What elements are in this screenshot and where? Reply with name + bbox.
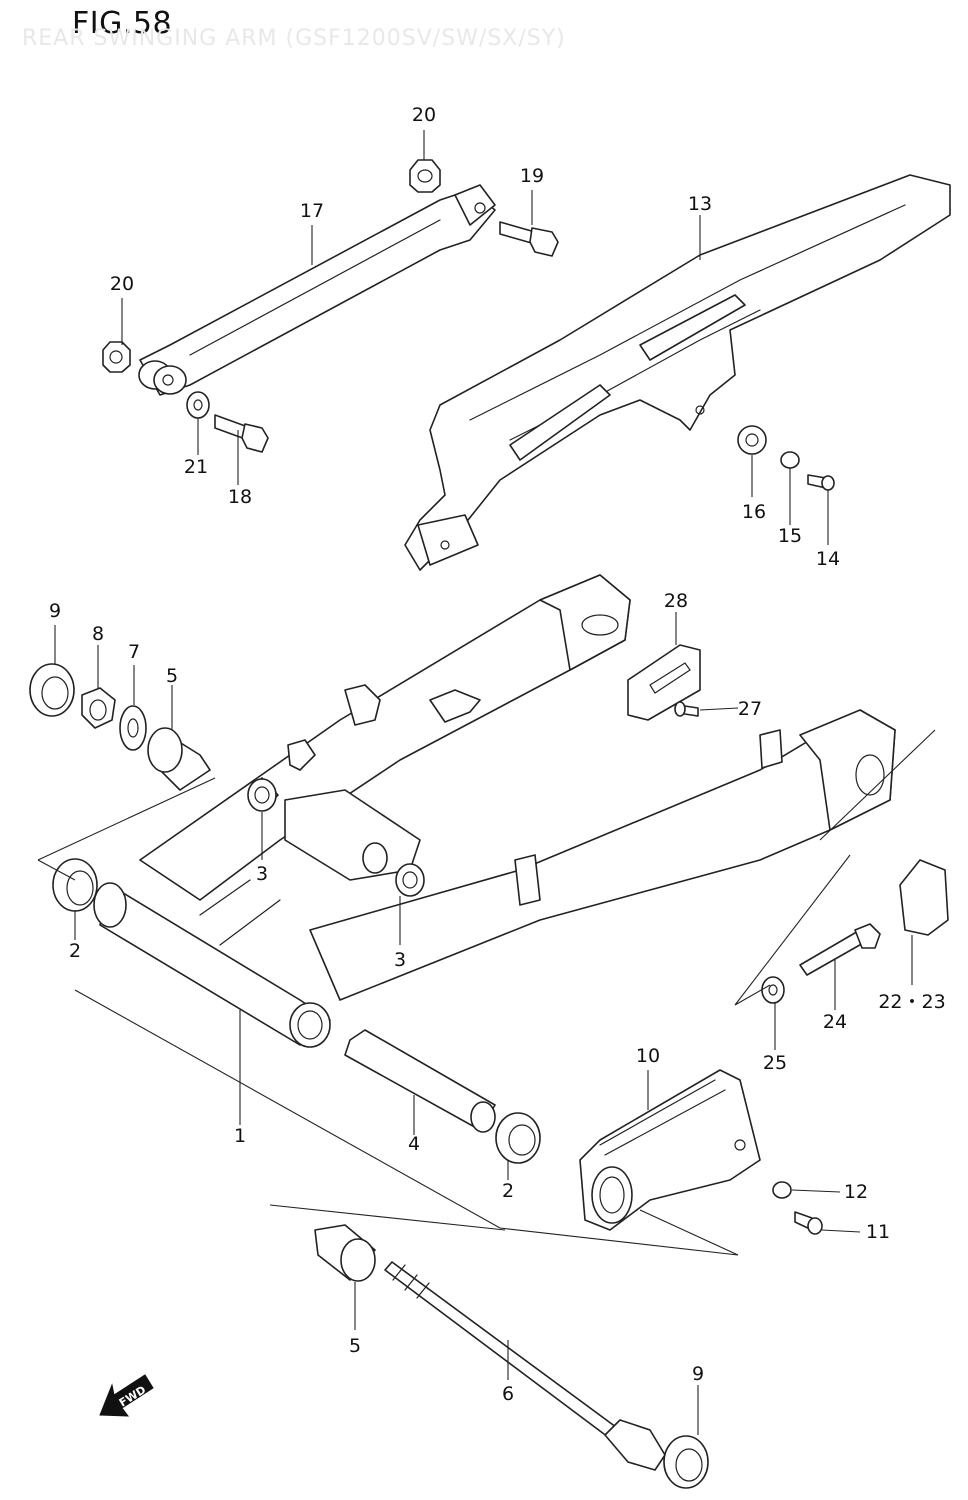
callout-27: 27 [738, 698, 762, 720]
part-21-washer [186, 391, 210, 419]
part-5-collar-left [147, 727, 211, 791]
part-6-pivot-shaft [384, 1261, 666, 1471]
part-9-cap-left [29, 663, 75, 717]
callout-17: 17 [300, 200, 324, 222]
part-3-bushing-upper [247, 777, 279, 812]
part-8-nut [81, 687, 116, 729]
part-24-bolt [799, 923, 881, 976]
callout-labels: 20 19 17 13 20 21 18 16 15 14 9 8 7 5 28… [49, 104, 946, 1405]
callout-10: 10 [636, 1045, 660, 1067]
callout-20-top: 20 [412, 104, 436, 126]
callout-9-left: 9 [49, 600, 61, 622]
part-15-collar [780, 451, 800, 469]
part-3-bushing-lower [395, 863, 425, 897]
figure-title: FIG.58 [72, 6, 173, 41]
callout-1: 1 [234, 1125, 246, 1147]
part-20-nut-left [102, 341, 131, 373]
part-2-bearing-right [495, 1112, 541, 1164]
callout-22-23: 22・23 [878, 991, 945, 1013]
part-10-chain-guide [579, 1069, 761, 1231]
figure-subtitle: REAR SWINGING ARM (GSF1200SV/SW/SX/SY) [22, 26, 566, 51]
part-25-nut [761, 976, 785, 1004]
part-1-swing-arm [93, 574, 896, 1048]
part-5-collar-lower [314, 1224, 376, 1282]
part-12-collar [772, 1181, 792, 1199]
part-20-nut-top [409, 159, 441, 193]
part-19-bolt [499, 221, 559, 257]
part-14-screw [807, 474, 835, 491]
part-13-chain-case [404, 174, 951, 571]
callout-11: 11 [866, 1221, 890, 1243]
assembly-guide-lines [37, 729, 936, 1256]
callout-4: 4 [408, 1133, 420, 1155]
part-7-washer [119, 705, 147, 751]
part-2-bearing-left [52, 858, 98, 912]
callout-2-right: 2 [502, 1180, 514, 1202]
callout-21: 21 [184, 456, 208, 478]
callout-25: 25 [763, 1052, 787, 1074]
part-22-23-clip-nut [899, 859, 949, 936]
part-9-cap-lower [663, 1435, 709, 1489]
callout-12: 12 [844, 1181, 868, 1203]
part-27-screw [674, 701, 699, 717]
part-17-torque-link [138, 184, 496, 396]
part-18-bolt [214, 414, 269, 453]
callout-14: 14 [816, 548, 840, 570]
callout-20-left: 20 [110, 273, 134, 295]
callout-7: 7 [128, 641, 140, 663]
callout-15: 15 [778, 525, 802, 547]
part-16-grommet [737, 425, 767, 455]
callout-24: 24 [823, 1011, 847, 1033]
callout-leaders [54, 130, 913, 1435]
callout-3-lower: 3 [394, 949, 406, 971]
callout-5-lower: 5 [349, 1335, 361, 1357]
fwd-arrow-icon: FWD [99, 1374, 154, 1417]
part-11-screw [794, 1211, 823, 1235]
callout-3-upper: 3 [256, 863, 268, 885]
callout-9-lower: 9 [692, 1363, 704, 1385]
callout-16: 16 [742, 501, 766, 523]
part-4-spacer [344, 1029, 496, 1133]
callout-5-left: 5 [166, 665, 178, 687]
callout-19: 19 [520, 165, 544, 187]
part-28-plate [627, 644, 701, 721]
callout-8: 8 [92, 623, 104, 645]
callout-2-left: 2 [69, 940, 81, 962]
callout-28: 28 [664, 590, 688, 612]
callout-6: 6 [502, 1383, 514, 1405]
callout-18: 18 [228, 486, 252, 508]
callout-13: 13 [688, 193, 712, 215]
